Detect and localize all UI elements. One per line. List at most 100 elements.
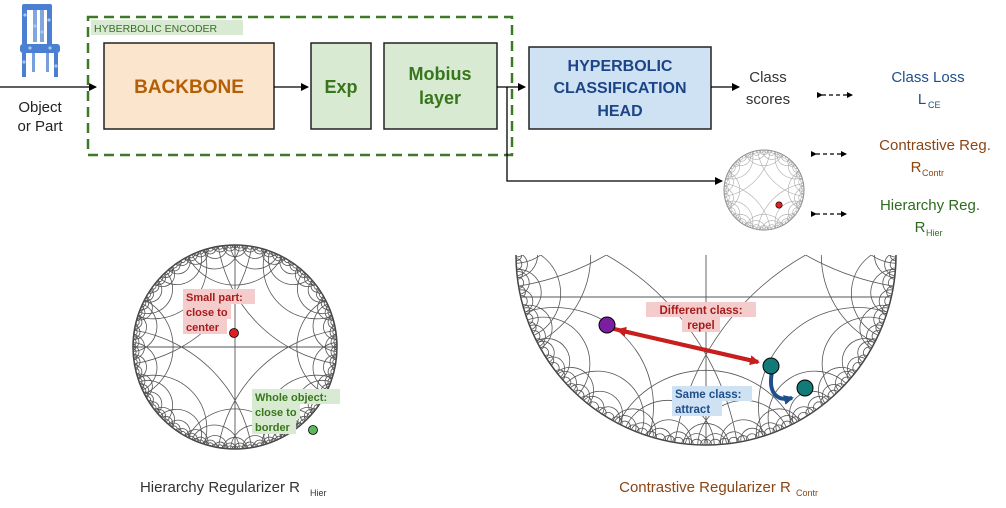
tiling-geodesic <box>774 222 784 229</box>
tiling-geodesic <box>168 255 191 275</box>
tiling-geodesic <box>331 363 336 371</box>
tiling-geodesic <box>160 272 167 279</box>
tiling-geodesic <box>169 261 181 272</box>
tiling-geodesic <box>798 89 808 97</box>
tiling-geodesic <box>281 256 293 266</box>
tiling-geodesic <box>516 258 523 271</box>
tiling-geodesic <box>741 154 747 159</box>
tiling-geodesic <box>184 429 209 446</box>
tiling-geodesic <box>728 171 741 209</box>
tiling-geodesic <box>517 276 525 289</box>
tiling-geodesic <box>185 252 198 262</box>
attract-arrow <box>769 371 794 405</box>
tiling-geodesic <box>304 409 315 421</box>
tiling-geodesic <box>520 295 528 308</box>
head-label-line3: HEAD <box>597 103 642 120</box>
tiling-geodesic <box>319 291 325 298</box>
tiling-geodesic <box>728 163 736 173</box>
tiling-geodesic <box>133 303 158 352</box>
tiling-geodesic <box>191 424 240 449</box>
tiling-geodesic <box>787 213 796 222</box>
tiling-geodesic <box>555 369 566 381</box>
tiling-geodesic <box>253 439 267 448</box>
tiling-geodesic <box>724 187 734 208</box>
tiling-geodesic <box>781 221 787 226</box>
tiling-geodesic <box>724 189 727 195</box>
tiling-geodesic <box>149 281 160 293</box>
tiling-geodesic <box>719 65 730 71</box>
tiling-geodesic <box>332 358 337 366</box>
tiling-geodesic <box>790 161 796 166</box>
tiling-geodesic <box>545 145 554 155</box>
tiling-geodesic <box>530 164 546 185</box>
tiling-geodesic <box>325 382 331 390</box>
tiling-geodesic <box>529 324 546 347</box>
tiling-geodesic <box>223 442 237 449</box>
tiling-geodesic <box>738 156 743 161</box>
tiling-geodesic <box>140 384 150 397</box>
tiling-geodesic <box>789 416 801 426</box>
tiling-geodesic <box>289 261 301 272</box>
tiling-geodesic <box>136 306 146 320</box>
tiling-geodesic <box>724 172 734 193</box>
tiling-geodesic <box>242 245 268 259</box>
tiling-geodesic <box>330 335 337 349</box>
tiling-geodesic <box>771 226 777 230</box>
tiling-geodesic <box>724 150 771 197</box>
hierarchy-caption: Hierarchy Regularizer R <box>140 479 300 496</box>
tiling-geodesic <box>737 218 747 226</box>
tiling-geodesic <box>878 312 887 325</box>
tiling-geodesic <box>241 445 249 449</box>
tiling-geodesic <box>595 406 607 417</box>
tiling-geodesic <box>785 219 790 224</box>
tiling-geodesic <box>793 164 798 169</box>
tiling-geodesic <box>211 246 219 251</box>
tiling-geodesic <box>859 304 890 349</box>
tiling-geodesic <box>171 425 178 431</box>
tiling-geodesic <box>793 211 798 216</box>
tiling-geodesic <box>321 295 327 303</box>
encoder-title-bg <box>91 20 243 35</box>
contrastive-poincare-half-disk: Different class: repel Same class: attra… <box>515 65 897 446</box>
tiling-geodesic <box>569 384 591 404</box>
tiling-geodesic <box>722 431 746 445</box>
tiling-geodesic <box>887 276 895 289</box>
tiling-geodesic <box>331 323 336 331</box>
tiling-geodesic <box>233 245 247 252</box>
whole-object-label-line1: Whole object: <box>255 392 327 404</box>
tiling-geodesic <box>133 353 137 361</box>
tiling-geodesic <box>517 222 523 233</box>
tiling-geodesic <box>177 428 189 438</box>
tiling-geodesic <box>724 192 730 203</box>
tiling-geodesic <box>797 204 802 210</box>
tiling-geodesic <box>797 170 802 176</box>
tiling-geodesic <box>297 271 331 315</box>
tiling-geodesic <box>794 172 804 193</box>
tiling-geodesic <box>211 443 219 448</box>
tiling-geodesic <box>197 249 205 255</box>
tiling-geodesic <box>847 356 866 378</box>
tiling-geodesic <box>527 316 591 396</box>
tiling-geodesic <box>261 248 286 265</box>
tiling-geodesic <box>151 404 157 411</box>
tiling-geodesic <box>288 260 295 266</box>
tiling-geodesic <box>256 247 264 252</box>
hierarchy-reg-subscript: Hier <box>926 228 943 238</box>
tiling-geodesic <box>197 439 205 445</box>
tiling-geodesic <box>537 131 570 171</box>
tiling-geodesic <box>517 255 538 279</box>
tiling-geodesic <box>332 328 337 336</box>
tiling-geodesic <box>155 273 166 285</box>
tiling-geodesic <box>537 341 555 363</box>
tiling-geodesic <box>171 263 178 269</box>
tiling-geodesic <box>133 338 137 346</box>
tiling-geodesic <box>725 200 732 210</box>
tiling-geodesic <box>813 99 823 108</box>
tiling-geodesic <box>184 248 209 265</box>
tiling-geodesic <box>735 158 740 164</box>
tiling-geodesic <box>194 248 208 258</box>
classification-head-box <box>528 46 712 130</box>
tiling-geodesic <box>154 266 176 288</box>
mobius-label-line1: Mobius <box>409 64 472 84</box>
contrastive-reg-symbol: R <box>911 159 922 176</box>
